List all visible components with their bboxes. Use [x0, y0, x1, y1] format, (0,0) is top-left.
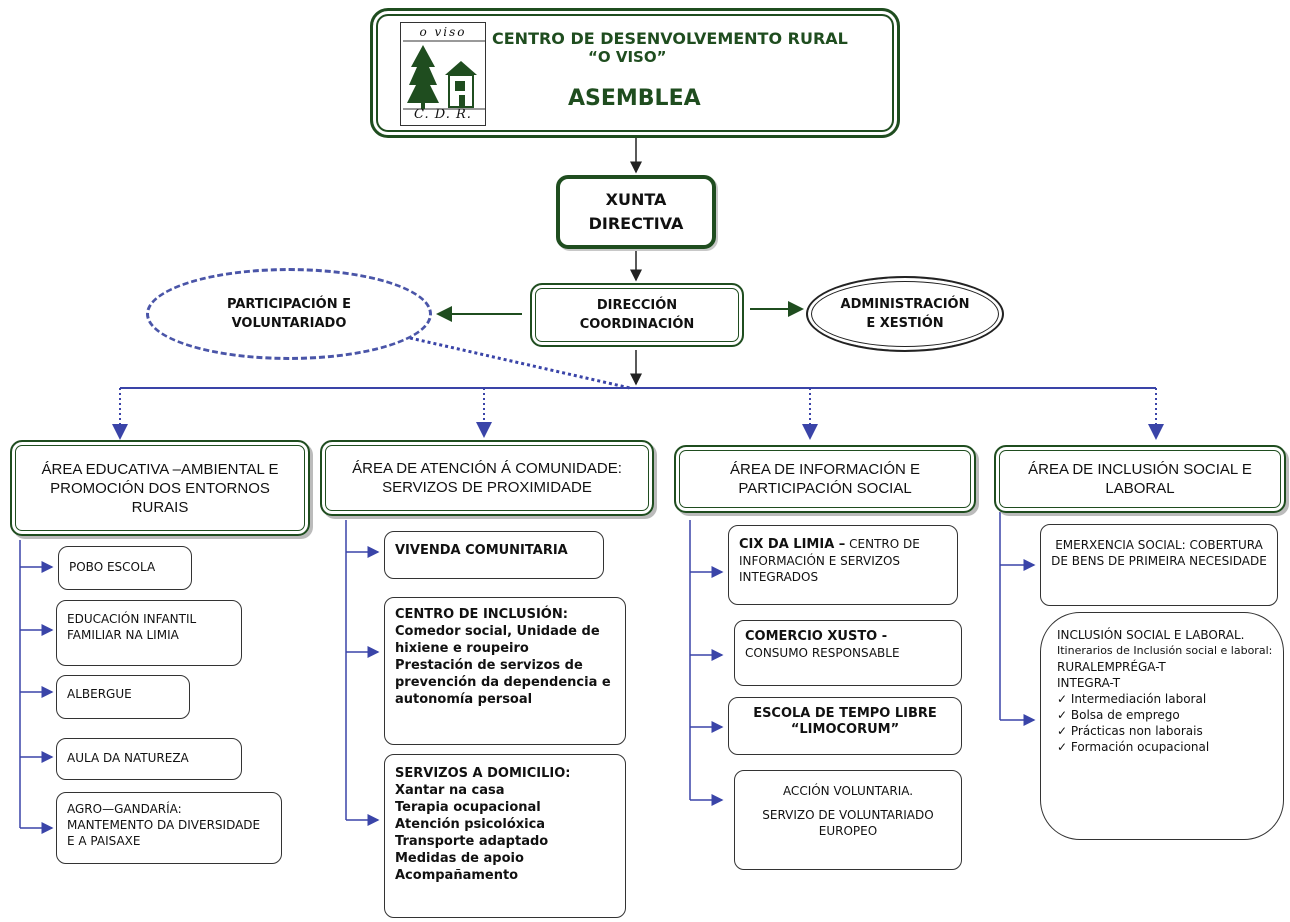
accion-voluntaria-item: ACCIÓN VOLUNTARIA. SERVIZO DE VOLUNTARIA… — [734, 770, 962, 870]
ruralemprega-label: RURALEMPRÉGA-T — [1057, 660, 1166, 674]
centro-inclusion-line2: Prestación de servizos de prevención da … — [395, 658, 611, 707]
itinerarios-label: Itinerarios de Inclusión social e labora… — [1057, 644, 1273, 657]
practicas-item: ✓ Prácticas non laborais — [1057, 724, 1203, 738]
direccion-box: DIRECCIÓN COORDINACIÓN — [530, 283, 744, 347]
limocorum-label: “LIMOCORUM” — [790, 722, 900, 737]
centro-inclusion-title: CENTRO DE INCLUSIÓN: — [395, 607, 568, 622]
pobo-escola-item: POBO ESCOLA — [58, 546, 192, 590]
cix-limia-title: CIX DA LIMIA – — [739, 537, 846, 552]
participacion-ellipse: PARTICIPACIÓN E VOLUNTARIADO — [146, 268, 432, 360]
inclusion-laboral-title: INCLUSIÓN SOCIAL E LABORAL. — [1057, 628, 1245, 642]
centro-inclusion-item: CENTRO DE INCLUSIÓN: Comedor social, Uni… — [384, 597, 626, 745]
voluntariado-europeo-label: SERVIZO DE VOLUNTARIADO EUROPEO — [762, 808, 934, 838]
administracion-line2: E XESTIÓN — [866, 316, 944, 331]
aula-natureza-item: AULA DA NATUREZA — [56, 738, 242, 780]
org-subtitle: “O VISO” — [588, 48, 667, 66]
educacion-infantil-item: EDUCACIÓN INFANTIL FAMILIAR NA LIMIA — [56, 600, 242, 666]
escola-tempo-libre-item: ESCOLA DE TEMPO LIBRE “LIMOCORUM” — [728, 697, 962, 755]
cix-limia-desc: CENTRO DE INFORMACIÓN E SERVIZOS INTEGRA… — [739, 537, 920, 584]
servizo-atencion: Atención psicolóxica — [395, 817, 546, 832]
direccion-line1: DIRECCIÓN — [596, 298, 678, 313]
comercio-xusto-desc: CONSUMO RESPONSABLE — [745, 646, 900, 660]
centro-inclusion-line1: Comedor social, Unidade de hixiene e rou… — [395, 624, 600, 656]
comercio-xusto-title: COMERCIO XUSTO - — [745, 629, 888, 644]
emerxencia-social-item: EMERXENCIA SOCIAL: COBERTURA DE BENS DE … — [1040, 524, 1278, 606]
servizo-acompanamento: Acompañamento — [395, 868, 519, 883]
xunta-line2: DIRECTIVA — [588, 214, 684, 233]
comercio-xusto-item: COMERCIO XUSTO - CONSUMO RESPONSABLE — [734, 620, 962, 686]
area-educativa-box: ÁREA EDUCATIVA –AMBIENTAL E PROMOCIÓN DO… — [10, 440, 310, 536]
intermediacion-item: ✓ Intermediación laboral — [1057, 692, 1207, 706]
logo-bottom-text: C. D. R. — [414, 107, 472, 122]
asemblea-box — [370, 8, 900, 138]
vivenda-comunitaria-item: VIVENDA COMUNITARIA — [384, 531, 604, 579]
servizos-domicilio-item: SERVIZOS A DOMICILIO: Xantar na casa Ter… — [384, 754, 626, 918]
formacion-item: ✓ Formación ocupacional — [1057, 740, 1210, 754]
servizo-transporte: Transporte adaptado — [395, 834, 549, 849]
area-atencion-box: ÁREA DE ATENCIÓN Á COMUNIDADE: SERVIZOS … — [320, 440, 654, 516]
servizo-terapia: Terapia ocupacional — [395, 800, 541, 815]
participacion-line2: VOLUNTARIADO — [231, 316, 347, 331]
org-title: CENTRO DE DESENVOLVEMENTO RURAL — [492, 29, 848, 48]
xunta-directiva-box: XUNTA DIRECTIVA — [556, 175, 716, 249]
xunta-line1: XUNTA — [605, 190, 667, 209]
area-inclusion-box: ÁREA DE INCLUSIÓN SOCIAL E LABORAL — [994, 445, 1286, 513]
logo-top-text: o viso — [419, 25, 467, 39]
servizo-medidas: Medidas de apoio — [395, 851, 524, 866]
participacion-line1: PARTICIPACIÓN E — [226, 297, 351, 312]
tree-house-icon — [403, 40, 485, 110]
escola-tempo-libre-title: ESCOLA DE TEMPO LIBRE — [753, 706, 937, 721]
area-informacion-box: ÁREA DE INFORMACIÓN E PARTICIPACIÓN SOCI… — [674, 445, 976, 513]
cdr-logo: o viso C. D. R. — [400, 22, 486, 126]
albergue-item: ALBERGUE — [56, 675, 190, 719]
cix-limia-item: CIX DA LIMIA – CENTRO DE INFORMACIÓN E S… — [728, 525, 958, 605]
administracion-line1: ADMINISTRACIÓN — [840, 297, 970, 312]
servizos-domicilio-title: SERVIZOS A DOMICILIO: — [395, 766, 571, 781]
assembly-label: ASEMBLEA — [568, 86, 701, 111]
servizo-xantar: Xantar na casa — [395, 783, 505, 798]
agro-gandaria-item: AGRO—GANDARÍA: MANTEMENTO DA DIVERSIDADE… — [56, 792, 282, 864]
administracion-ellipse: ADMINISTRACIÓN E XESTIÓN — [806, 276, 1004, 352]
inclusion-laboral-item: INCLUSIÓN SOCIAL E LABORAL. Itinerarios … — [1040, 612, 1284, 840]
direccion-line2: COORDINACIÓN — [579, 317, 695, 332]
bolsa-emprego-item: ✓ Bolsa de emprego — [1057, 708, 1180, 722]
accion-voluntaria-title: ACCIÓN VOLUNTARIA. — [782, 784, 914, 798]
integra-label: INTEGRA-T — [1057, 676, 1121, 690]
